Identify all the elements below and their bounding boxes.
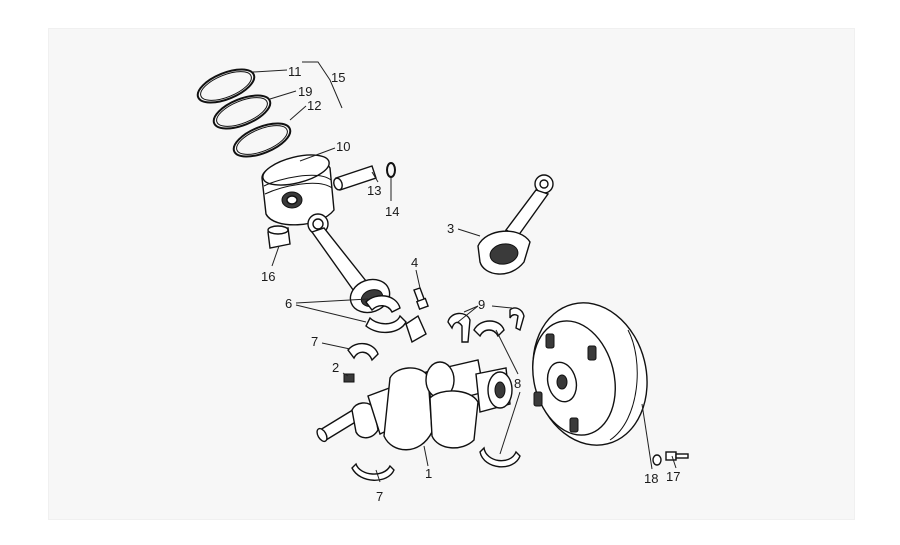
main-bearing-shell-lower [479, 446, 521, 468]
leader-lines [252, 61, 677, 483]
bearing-shell-upper-7 [347, 343, 379, 362]
callout-18: 18 [644, 471, 658, 486]
callout-6: 6 [285, 296, 292, 311]
piston-ring-11 [196, 68, 256, 104]
callout-10: 10 [336, 139, 350, 154]
connecting-rod-bolt [413, 287, 429, 311]
callout-3: 3 [447, 221, 454, 236]
piston-ring-19 [212, 94, 272, 130]
flywheel-bolt [665, 451, 689, 461]
flywheel-washer [652, 454, 662, 466]
callout-8: 8 [514, 376, 521, 391]
big-end-bearing-shells [365, 295, 427, 344]
callout-4: 4 [411, 255, 418, 270]
crankshaft-key [343, 373, 355, 383]
callout-9: 9 [478, 297, 485, 312]
callout-2: 2 [332, 360, 339, 375]
circlip [386, 162, 396, 178]
callout-13: 13 [367, 183, 381, 198]
callout-19: 19 [298, 84, 312, 99]
main-bearing-shell-upper [473, 320, 505, 338]
callout-1: 1 [425, 466, 432, 481]
callout-14: 14 [385, 204, 399, 219]
piston-ring-12 [232, 122, 292, 158]
piston [261, 154, 335, 226]
callout-12: 12 [307, 98, 321, 113]
callout-16: 16 [261, 269, 275, 284]
crankshaft [316, 359, 513, 451]
small-end-bush [267, 225, 291, 249]
thrust-washers [447, 307, 525, 343]
callout-17: 17 [666, 469, 680, 484]
callout-7-lower: 7 [376, 489, 383, 504]
callout-11: 11 [288, 64, 302, 79]
flywheel [532, 302, 648, 446]
bearing-shell-lower-7 [351, 462, 395, 481]
callout-7-upper: 7 [311, 334, 318, 349]
connecting-rod-right [477, 174, 554, 275]
callout-15: 15 [331, 70, 345, 85]
